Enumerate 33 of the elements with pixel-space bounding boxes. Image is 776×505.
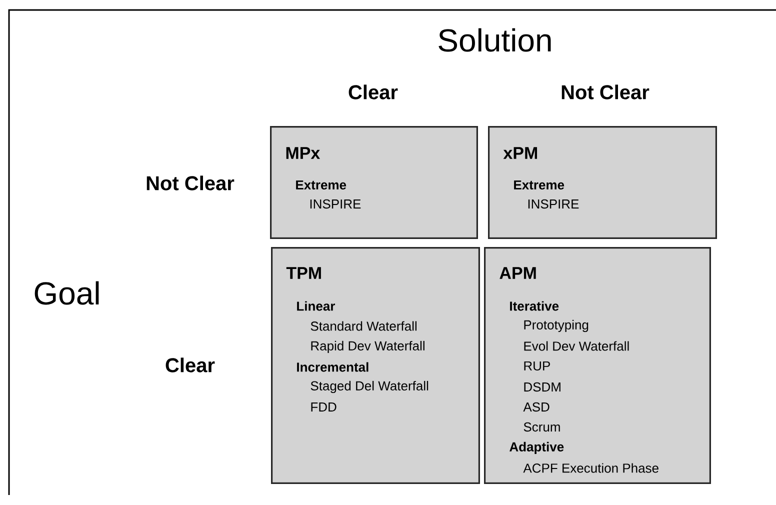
quadrant-box (270, 126, 478, 239)
method-label: INSPIRE (310, 199, 361, 209)
method-label: Staged Del Waterfall (310, 380, 428, 394)
quadrant-box (271, 247, 480, 484)
method-label: Prototyping (524, 320, 588, 332)
column-header: Clear (348, 84, 398, 100)
column-header: Not Clear (562, 84, 650, 100)
row-header: Not Clear (146, 176, 234, 190)
method-label: Scrum (524, 422, 560, 432)
category-label: Iterative (510, 301, 559, 311)
box-heading: xPM (503, 147, 537, 159)
method-label: INSPIRE (528, 199, 579, 209)
quadrant-box (488, 126, 717, 239)
category-label: Adaptive (510, 442, 564, 454)
category-label: Extreme (296, 180, 346, 190)
method-label: RUP (524, 361, 550, 371)
category-label: Extreme (514, 180, 564, 190)
category-label: Linear (297, 301, 336, 311)
box-heading: APM (500, 267, 536, 279)
method-label: Evol Dev Waterfall (524, 341, 629, 351)
axis-title: Goal (34, 281, 99, 305)
axis-title: Solution (438, 28, 551, 52)
method-label: DSDM (524, 382, 560, 392)
box-heading: MPx (286, 147, 320, 159)
method-label: Rapid Dev Waterfall (311, 340, 424, 354)
box-heading: TPM (286, 267, 321, 279)
quadrant-box (484, 247, 711, 484)
category-label: Incremental (297, 362, 368, 372)
method-label: FDD (311, 402, 336, 412)
row-header: Clear (166, 358, 215, 372)
method-label: ASD (523, 402, 550, 412)
method-label: ACPF Execution Phase (523, 463, 658, 473)
method-label: Standard Waterfall (310, 321, 417, 331)
